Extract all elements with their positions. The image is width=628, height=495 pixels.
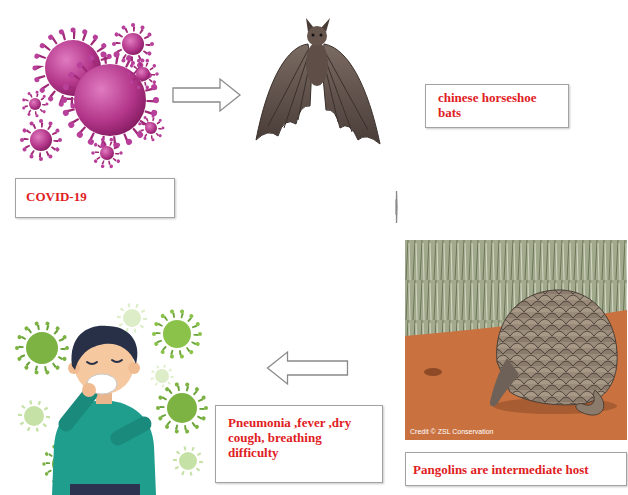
green-virus — [163, 320, 191, 348]
green-virus — [152, 366, 172, 386]
virus-particle — [122, 33, 144, 55]
green-virus — [162, 388, 202, 428]
bat-wing — [322, 44, 380, 144]
bat-body — [307, 26, 327, 46]
green-virus — [20, 402, 48, 430]
label-text: Pneumonia ,fever ,dry cough, breathing d… — [228, 416, 370, 461]
green-virus — [175, 448, 201, 474]
virus-particle — [93, 139, 121, 167]
pangolin — [490, 290, 617, 415]
green-virus — [158, 315, 196, 353]
virus-particle — [142, 119, 160, 137]
green-virus — [155, 369, 169, 383]
label-box: chinese horseshoe bats — [425, 84, 569, 128]
virus-particle — [30, 129, 52, 151]
pangolin — [576, 390, 604, 415]
person — [52, 326, 156, 495]
bat-wing — [256, 44, 312, 140]
virus-particle — [26, 95, 44, 113]
hollow-arrow — [396, 191, 397, 223]
hollow-arrow — [268, 352, 348, 384]
pangolin — [490, 358, 519, 406]
label-box: Pangolins are intermediate host — [405, 452, 627, 486]
label-text: Pangolins are intermediate host — [413, 463, 589, 478]
virus-particle — [23, 92, 47, 116]
virus-particle — [29, 98, 41, 110]
green-virus — [17, 323, 67, 373]
bat-body — [320, 34, 323, 37]
virus-particle — [93, 139, 121, 167]
bat-wing — [324, 50, 368, 132]
virus-particle — [129, 60, 157, 88]
label-box: Pneumonia ,fever ,dry cough, breathing d… — [215, 405, 383, 483]
bat-illustration — [248, 16, 388, 150]
virus-particle — [145, 122, 157, 134]
virus-particle — [22, 121, 60, 159]
bat-body — [306, 18, 330, 86]
virus-particle — [133, 64, 153, 84]
green-virus — [119, 305, 145, 331]
virus-particle — [69, 59, 151, 141]
virus-particle — [118, 29, 148, 59]
person — [82, 383, 96, 397]
green-virus — [179, 452, 197, 470]
person — [70, 484, 140, 495]
person — [87, 360, 122, 364]
hollow-arrow — [173, 79, 240, 111]
virus-particle — [129, 60, 157, 88]
green-virus — [24, 406, 44, 426]
green-virus — [154, 311, 200, 357]
virus-particle — [114, 25, 152, 63]
bat-wing — [256, 44, 312, 140]
photo-credit: Credit © ZSL Conservation — [410, 428, 494, 435]
virus-particle — [74, 64, 146, 136]
virus-particle — [64, 54, 156, 146]
virus-particle — [100, 146, 114, 160]
green-virus — [158, 384, 206, 432]
bat-wing — [322, 44, 380, 144]
bat-body — [306, 42, 328, 86]
green-virus — [21, 327, 63, 369]
pangolin — [497, 290, 618, 405]
person — [66, 394, 90, 424]
virus-particle — [64, 54, 156, 146]
virus-illustration — [15, 8, 165, 173]
green-virus — [167, 393, 197, 423]
label-text: COVID-19 — [26, 190, 164, 205]
virus-particle — [23, 92, 47, 116]
label-text: chinese horseshoe bats — [438, 91, 556, 121]
virus-particle — [136, 67, 150, 81]
sick-person-illustration — [12, 296, 210, 495]
virus-particle — [114, 25, 152, 63]
virus-particle — [139, 116, 163, 140]
virus-particle — [26, 125, 56, 155]
label-box: COVID-19 — [15, 178, 175, 218]
bat-body — [312, 34, 315, 37]
bat-wing — [268, 50, 310, 128]
person — [118, 424, 144, 438]
burrow-hole — [424, 368, 442, 376]
person — [72, 326, 138, 370]
green-virus — [123, 309, 141, 327]
green-virus — [26, 332, 58, 364]
virus-particle — [139, 116, 163, 140]
sand-ground — [405, 240, 627, 440]
person — [128, 362, 140, 374]
virus-particle — [97, 143, 117, 163]
virus-particle — [22, 121, 60, 159]
pangolin-photo — [405, 240, 627, 440]
